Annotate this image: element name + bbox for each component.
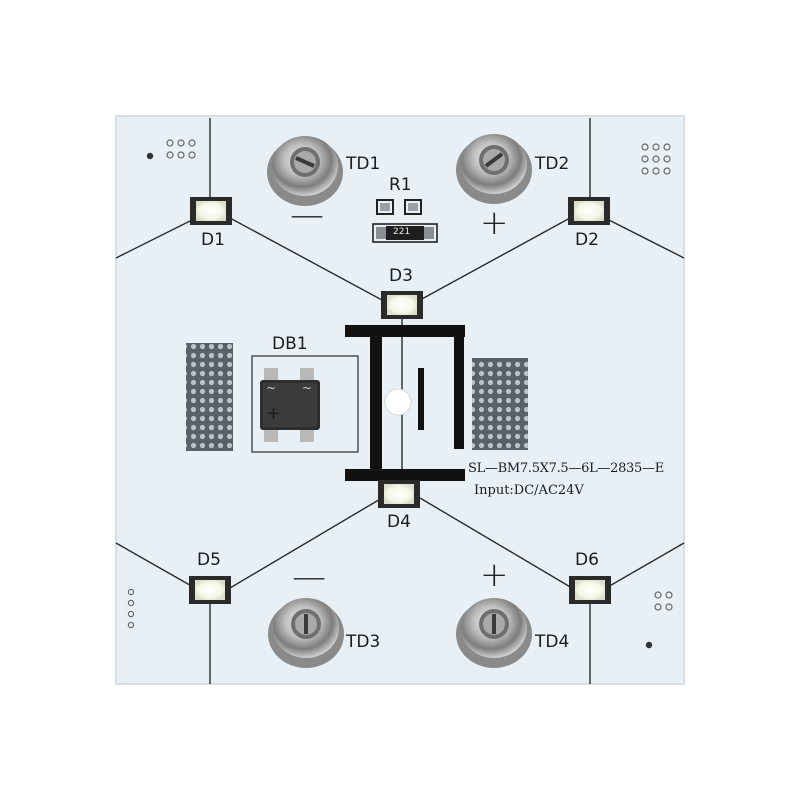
e-frame-marking <box>345 325 465 481</box>
input-rating-text: Input:DC/AC24V <box>474 483 584 498</box>
label-d6: D6 <box>575 550 599 570</box>
label-td3: TD3 <box>346 632 381 652</box>
polarity-minus-top: — <box>290 195 324 235</box>
rectifier-db1 <box>260 368 320 442</box>
rectifier-tilde-left: ~ <box>266 381 277 395</box>
label-td1: TD1 <box>346 154 381 174</box>
via-grid-left <box>186 343 233 451</box>
rectifier-tilde-right: ~ <box>302 381 313 395</box>
led-array <box>189 197 611 604</box>
label-d3: D3 <box>389 266 413 286</box>
label-db1: DB1 <box>272 334 308 354</box>
label-td2: TD2 <box>535 154 570 174</box>
label-r1: R1 <box>389 175 412 195</box>
model-number-text: SL—BM7.5X7.5—6L—2835—E <box>468 462 664 475</box>
polarity-minus-bottom: — <box>292 557 326 597</box>
mounting-hole <box>384 388 412 416</box>
trace-lines <box>115 118 685 684</box>
label-d1: D1 <box>201 230 225 250</box>
label-td4: TD4 <box>535 632 570 652</box>
resistor-marking: 221 <box>393 227 411 237</box>
polarity-plus-top: + <box>480 203 509 243</box>
rectifier-plus-mark: + <box>266 403 282 424</box>
label-d5: D5 <box>197 550 221 570</box>
label-d2: D2 <box>575 230 599 250</box>
test-points <box>127 139 673 629</box>
screw-terminals <box>267 134 532 668</box>
label-d4: D4 <box>387 512 411 532</box>
resistor-r1 <box>372 199 438 243</box>
polarity-plus-bottom: + <box>480 555 509 595</box>
via-grid-right <box>472 358 528 450</box>
